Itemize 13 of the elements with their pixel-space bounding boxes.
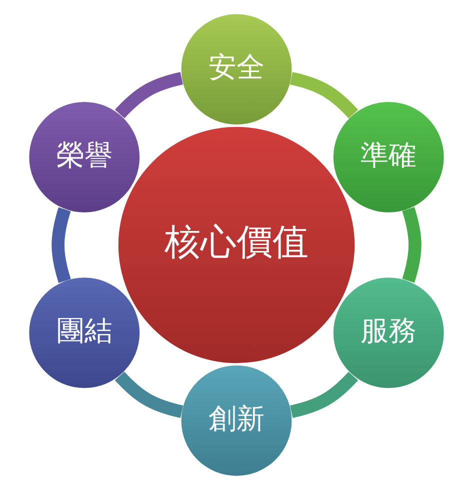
node-circle: 團結	[28, 277, 140, 388]
node-circle: 準確	[332, 101, 444, 212]
node-circle: 服務	[332, 277, 444, 388]
connector	[402, 206, 421, 282]
node-circle: 榮譽	[28, 101, 140, 212]
connector	[114, 371, 183, 418]
connector	[114, 72, 183, 118]
node-circle: 核心價值	[118, 126, 354, 363]
node-circle: 創新	[180, 364, 292, 476]
node-circle: 安全	[180, 14, 292, 124]
connector	[51, 206, 70, 282]
connector	[289, 71, 358, 118]
connector	[289, 371, 358, 418]
